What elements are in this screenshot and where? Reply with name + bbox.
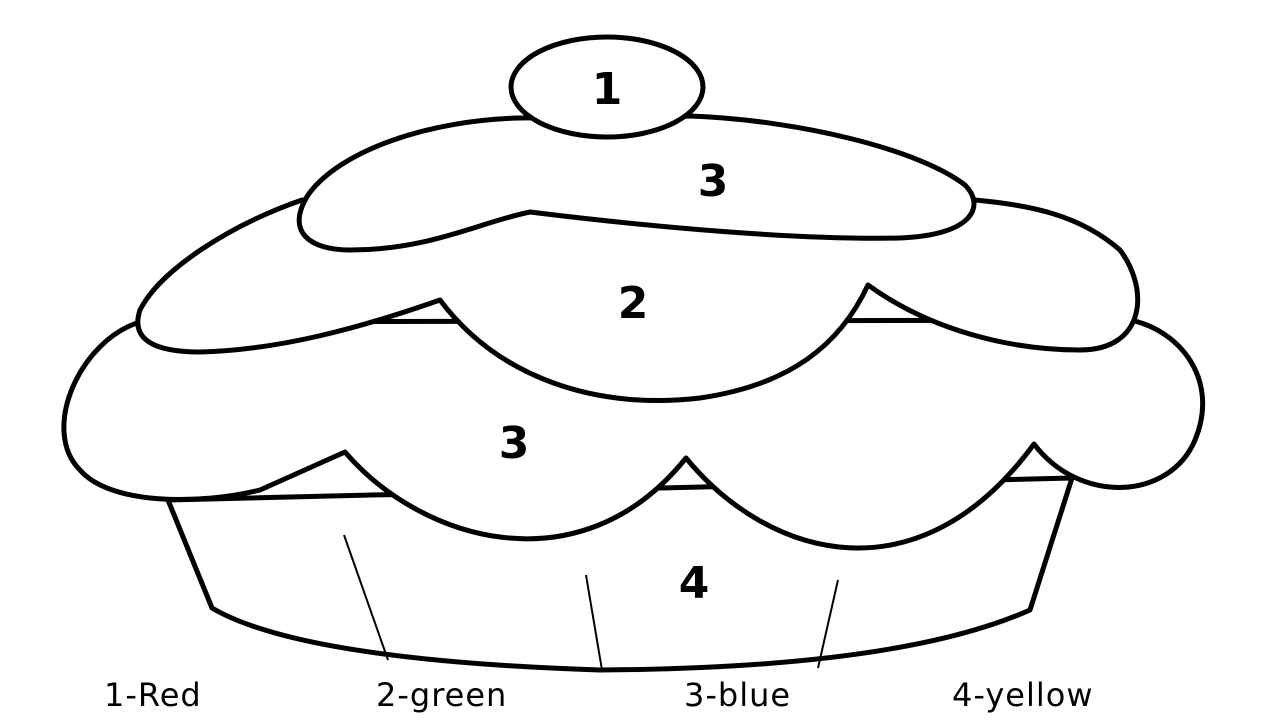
legend-item-yellow: 4-yellow (952, 676, 1094, 714)
region-number-middle-frosting: 2 (618, 278, 649, 329)
wrapper-pleat-line (343, 534, 389, 661)
region-number-wrapper: 4 (679, 558, 710, 609)
legend-item-red: 1-Red (104, 676, 202, 714)
region-number-bottom-frosting: 3 (499, 418, 530, 469)
frosting-bottom-layer (61, 317, 1206, 551)
wrapper-pleat-line (817, 579, 839, 669)
cherry (508, 34, 706, 140)
region-number-top-frosting: 3 (698, 156, 729, 207)
frosting-top-layer (296, 113, 977, 253)
region-number-cherry: 1 (592, 64, 623, 115)
legend-item-blue: 3-blue (684, 676, 792, 714)
wrapper-pleat-line (585, 574, 603, 671)
legend-item-green: 2-green (376, 676, 508, 714)
